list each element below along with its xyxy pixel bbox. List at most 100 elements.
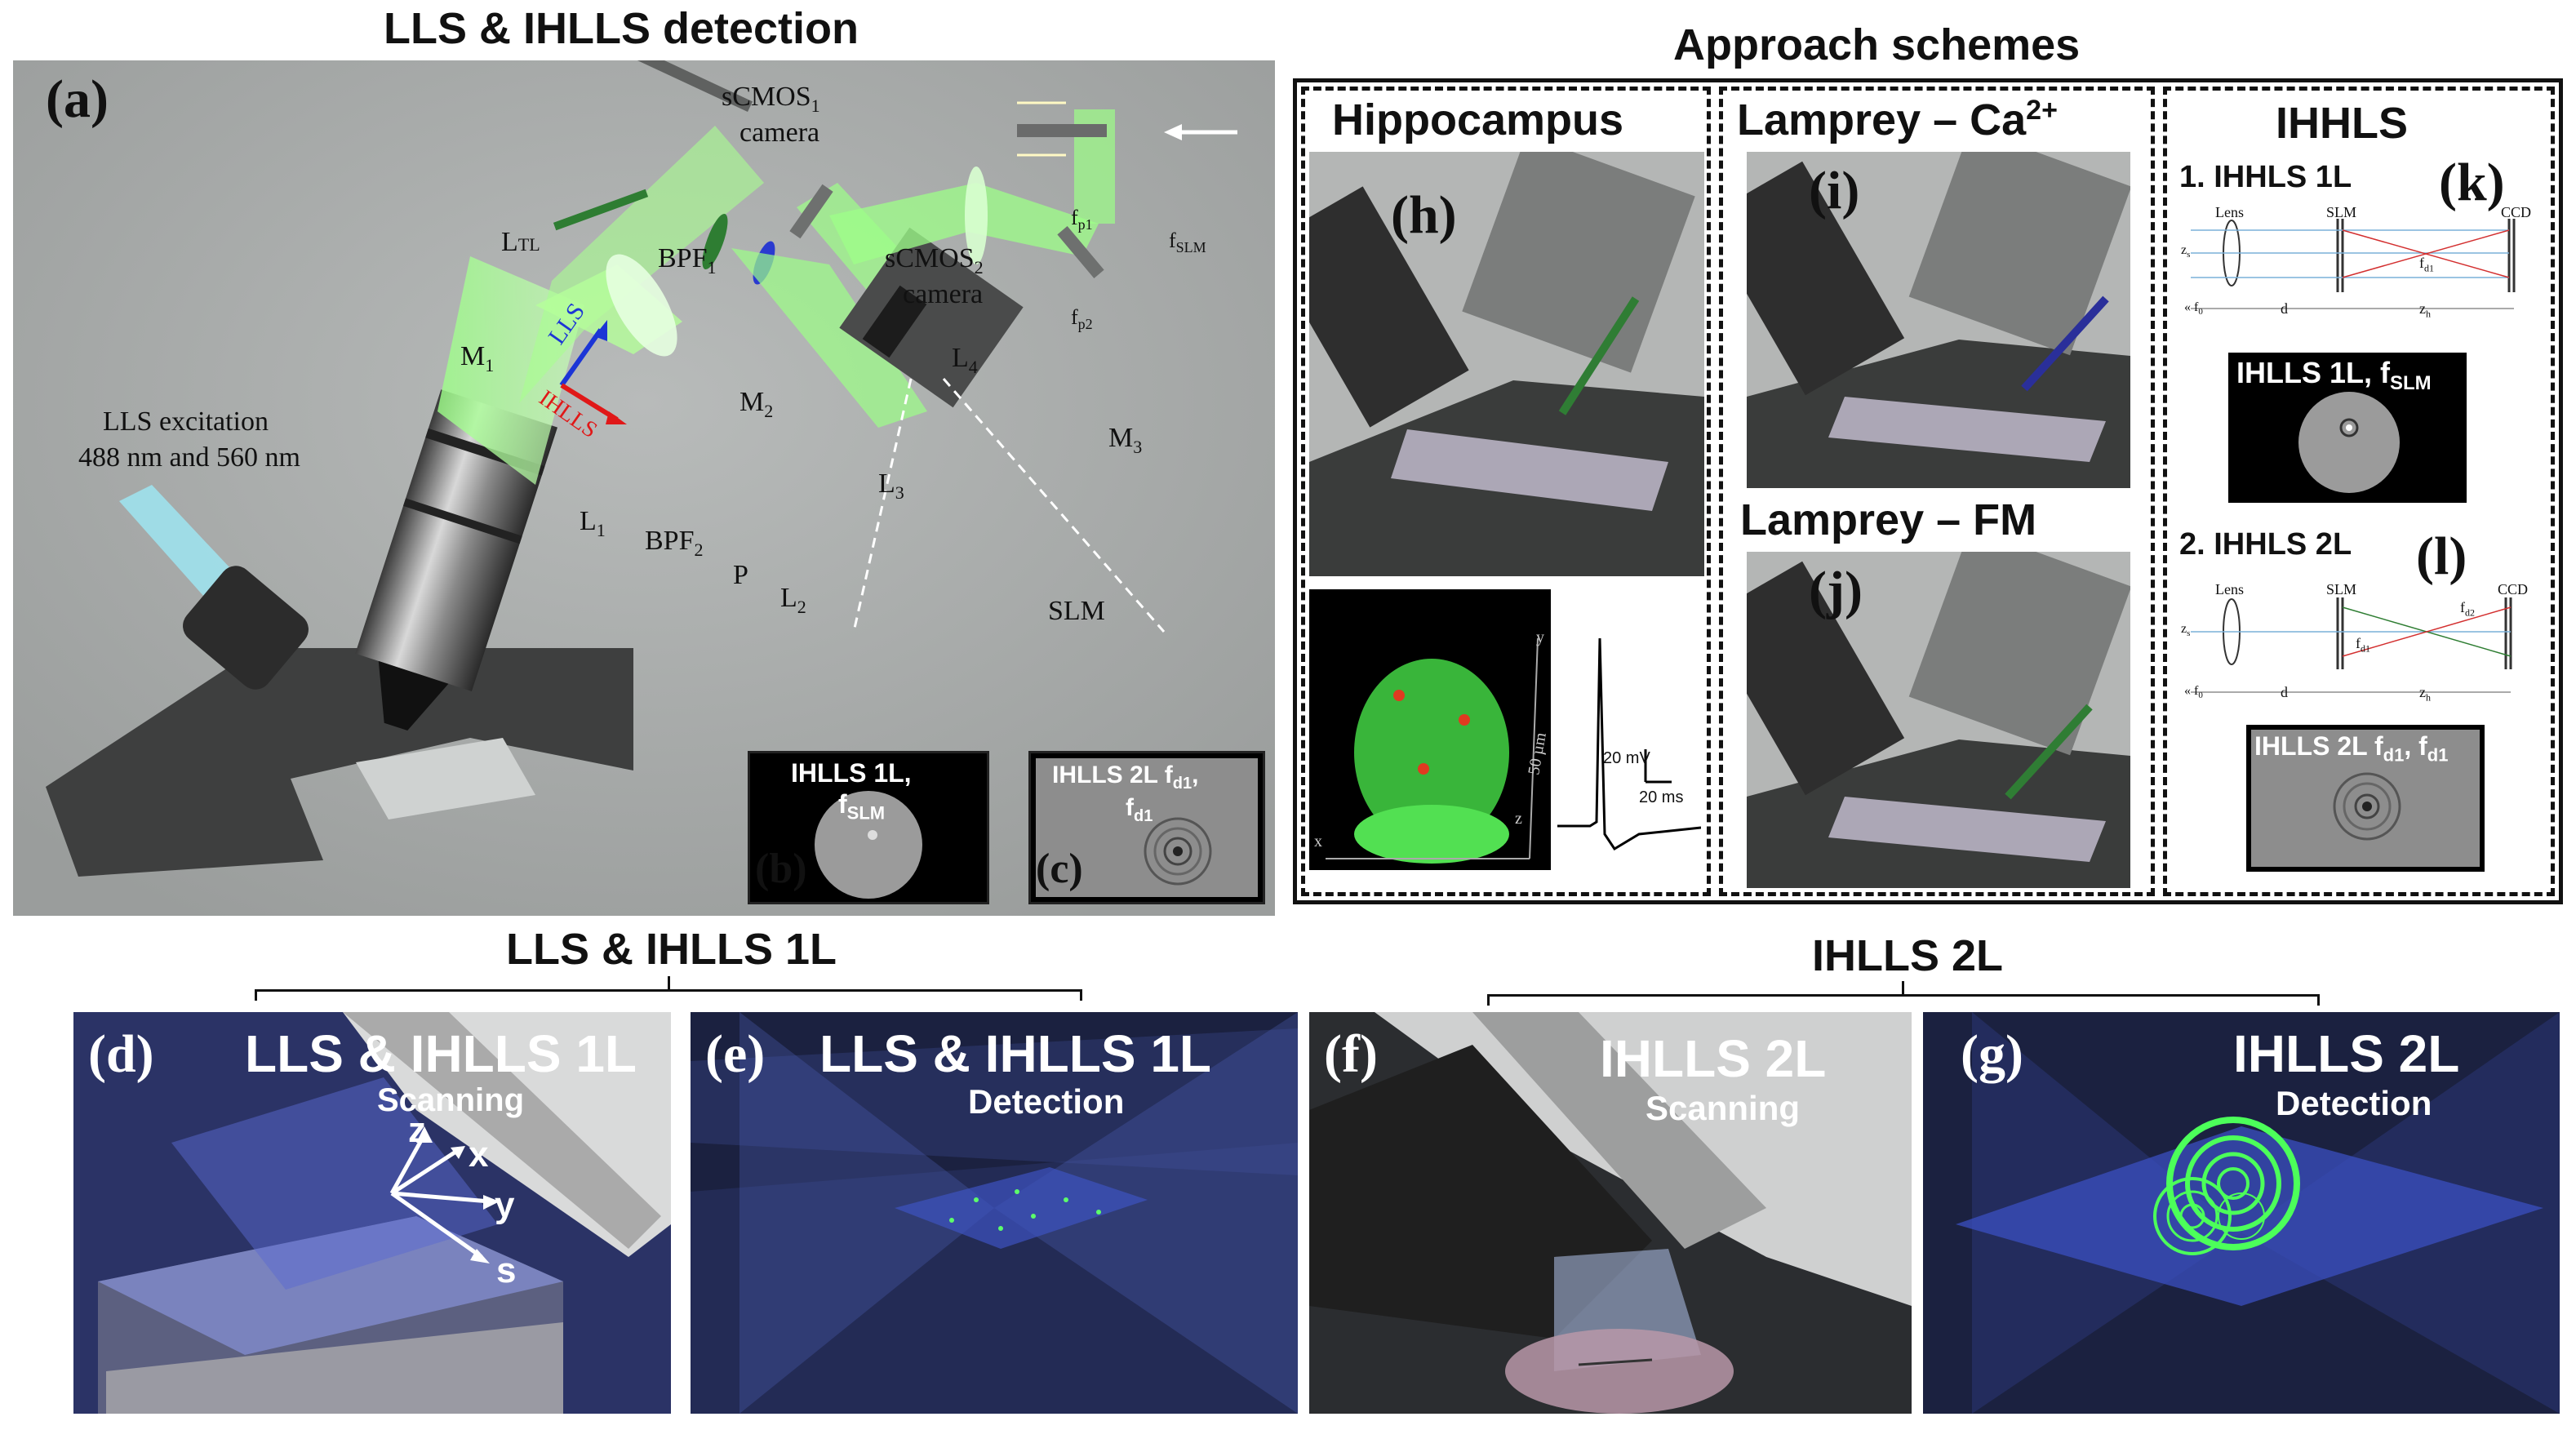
panel-l-label: (l) bbox=[2416, 526, 2467, 586]
panel-a-illustration bbox=[13, 60, 1275, 916]
scale-mv-label: 20 mV bbox=[1603, 749, 1650, 767]
arrow-lls bbox=[559, 328, 603, 387]
k-ccd-label: CCD bbox=[2501, 204, 2532, 220]
axis-label-z: z bbox=[408, 1110, 426, 1150]
k-fd1-label: fd1 bbox=[2419, 255, 2434, 274]
arrow-ihlls bbox=[560, 383, 619, 422]
panel-c: IHLLS 2L fd1, fd1 (c) bbox=[1028, 751, 1265, 904]
approach-schemes-frame bbox=[1293, 78, 2563, 904]
label-p: P bbox=[733, 560, 748, 590]
l-fd1-label: fd1 bbox=[2356, 635, 2370, 655]
title-ihlls-2l: IHLLS 2L bbox=[1812, 931, 2004, 980]
panel-c-hologram bbox=[1036, 758, 1258, 897]
panel-k-inset-title: IHLLS 1L, fSLM bbox=[2236, 356, 2432, 395]
l-slm-label: SLM bbox=[2326, 581, 2357, 597]
panel-d: (d) LLS & IHLLS 1L Scanning z x y s bbox=[73, 1012, 671, 1414]
panel-l-inset: IHLLS 2L fd1, fd1 bbox=[2246, 725, 2485, 872]
panel-c-label: (c) bbox=[1036, 846, 1083, 892]
panel-g: (g) IHLLS 2L Detection bbox=[1923, 1012, 2560, 1414]
label-scmos1: sCMOS1 bbox=[722, 82, 820, 116]
k-zh-label: zh bbox=[2419, 300, 2431, 320]
l-lens-label: Lens bbox=[2215, 581, 2244, 597]
l-f0-label: « f0 bbox=[2184, 684, 2203, 701]
label-l3: L3 bbox=[878, 469, 904, 503]
panel-f: (f) IHLLS 2L Scanning bbox=[1309, 1012, 1912, 1414]
panel-b-title: IHLLS 1L, bbox=[791, 758, 912, 788]
lens-l4 bbox=[965, 167, 988, 264]
label-fp1: fp1 bbox=[1071, 206, 1093, 233]
panel-f-sub: Scanning bbox=[1646, 1089, 1801, 1127]
panel-e-label: (e) bbox=[705, 1024, 766, 1084]
panel-l-schematic: Lens SLM CCD zs fd1 fd2 « f0 d zh bbox=[2174, 578, 2550, 708]
hippocampus-box bbox=[1301, 87, 1711, 896]
k-lens-label: Lens bbox=[2215, 204, 2244, 220]
objective-body bbox=[355, 389, 557, 691]
l-zh-label: zh bbox=[2419, 684, 2431, 704]
k-d-label: d bbox=[2281, 300, 2288, 317]
panel-c-title: IHLLS 2L fd1, bbox=[1052, 762, 1199, 793]
panel-f-title: IHLLS 2L bbox=[1600, 1029, 1827, 1088]
panel-l-inset-title: IHLLS 2L fd1, fd1 bbox=[2254, 731, 2449, 766]
label-fslm: fSLM bbox=[1169, 229, 1206, 256]
panel-k-schematic: Lens SLM CCD zs fd1 « f0 d zh bbox=[2174, 202, 2550, 325]
panel-d-sub: Scanning bbox=[377, 1082, 525, 1118]
panel-a: (a) LLS excitation 488 nm and 560 nm sCM… bbox=[13, 60, 1275, 916]
panel-e-sub: Detection bbox=[968, 1082, 1125, 1121]
title-lls-ihlls-detection: LLS & IHLLS detection bbox=[384, 4, 859, 53]
panel-b-title-2: fSLM bbox=[838, 789, 886, 824]
lamprey-box bbox=[1719, 87, 2155, 896]
panel-g-title: IHLLS 2L bbox=[2233, 1024, 2460, 1083]
panel-c-title-2: fd1 bbox=[1126, 794, 1153, 825]
bracket-left bbox=[255, 989, 1082, 1001]
label-scmos2-camera: camera bbox=[903, 279, 984, 309]
panel-f-label: (f) bbox=[1324, 1024, 1378, 1084]
scale-ms-label: 20 ms bbox=[1639, 788, 1684, 806]
hippocampus-header: Hippocampus bbox=[1332, 95, 1624, 144]
action-potential-trace bbox=[1557, 637, 1701, 851]
axis-y-label: y bbox=[1536, 628, 1544, 646]
panel-g-label: (g) bbox=[1961, 1024, 2023, 1084]
panel-g-sub: Detection bbox=[2276, 1084, 2432, 1122]
axis-label-s: s bbox=[496, 1250, 517, 1290]
panel-j-label: (j) bbox=[1809, 561, 1863, 620]
bracket-right bbox=[1487, 994, 2320, 1006]
panel-h-trace: 20 mV 20 ms bbox=[1557, 589, 1701, 870]
panel-k-label: (k) bbox=[2439, 153, 2505, 212]
panel-b-hologram bbox=[815, 791, 922, 899]
panel-i-label: (i) bbox=[1809, 161, 1860, 220]
ihhls-2l-subtitle: 2. IHHLS 2L bbox=[2179, 527, 2352, 562]
ihhls-1l-subtitle: 1. IHHLS 1L bbox=[2179, 160, 2352, 194]
label-bpf1: BPF1 bbox=[658, 243, 717, 278]
label-scmos2: sCMOS2 bbox=[885, 243, 984, 278]
title-lls-ihlls-1l: LLS & IHLLS 1L bbox=[506, 925, 837, 974]
slm-device bbox=[839, 227, 1024, 408]
label-wavelengths: 488 nm and 560 nm bbox=[78, 442, 300, 473]
label-m1: M1 bbox=[460, 341, 495, 375]
panel-h-volume: x z y 50 µm bbox=[1309, 589, 1551, 870]
axis-label-x: x bbox=[469, 1135, 489, 1175]
panel-b-label: (b) bbox=[755, 846, 807, 892]
l-fd2-label: fd2 bbox=[2460, 599, 2475, 619]
panel-h-label: (h) bbox=[1391, 185, 1457, 245]
label-lls-excitation: LLS excitation bbox=[103, 406, 269, 437]
l-ccd-label: CCD bbox=[2498, 581, 2529, 597]
panel-d-title: LLS & IHLLS 1L bbox=[245, 1024, 637, 1083]
panel-i-scene: (i) bbox=[1747, 152, 2130, 488]
panel-j-scene: (j) bbox=[1747, 552, 2130, 888]
panel-e-title: LLS & IHLLS 1L bbox=[819, 1024, 1211, 1083]
ihhls-header: IHHLS bbox=[2276, 99, 2408, 148]
l-d-label: d bbox=[2281, 684, 2288, 700]
label-fp2: fp2 bbox=[1071, 305, 1093, 333]
filter-bpf1 bbox=[553, 189, 649, 231]
k-f0-label: « f0 bbox=[2184, 300, 2203, 318]
panel-h-scene: (h) bbox=[1309, 152, 1704, 576]
label-scmos1-camera: camera bbox=[739, 118, 820, 148]
l-zs-label: zs bbox=[2181, 622, 2191, 639]
label-l2: L2 bbox=[780, 583, 806, 617]
label-ltl: LTL bbox=[501, 227, 540, 257]
label-bpf2: BPF2 bbox=[645, 526, 704, 560]
mirror-m2 bbox=[789, 184, 833, 239]
bracket-right-tick bbox=[1902, 981, 1904, 994]
label-l1: L1 bbox=[580, 506, 606, 540]
camera-scmos2 bbox=[1017, 124, 1107, 137]
